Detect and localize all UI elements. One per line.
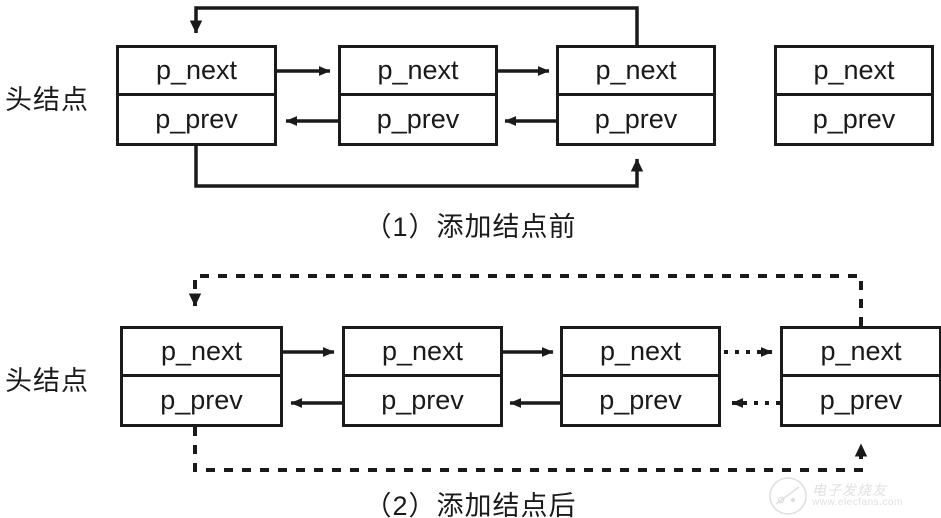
- node-field-next: p_next: [563, 329, 718, 377]
- node-box-new-detached-before: p_next p_prev: [774, 45, 934, 146]
- node-box-new-inserted-after: p_next p_prev: [780, 326, 941, 427]
- caption-after: （2）添加结点后: [364, 491, 577, 518]
- node-field-next: p_next: [777, 48, 931, 96]
- node-field-next: p_next: [559, 48, 713, 96]
- node-field-next: p_next: [119, 48, 274, 96]
- node-box-head-before: p_next p_prev: [116, 45, 277, 146]
- node-field-prev: p_prev: [812, 103, 896, 134]
- node-box-3-after: p_next p_prev: [560, 326, 721, 427]
- node-field-prev: p_prev: [819, 384, 903, 415]
- node-box-3-before: p_next p_prev: [556, 45, 716, 146]
- node-field-next: p_next: [783, 329, 939, 377]
- link-n3-next-wrap-to-n1: [189, 6, 639, 45]
- node-field-prev: p_prev: [376, 103, 460, 134]
- node-field-prev: p_prev: [381, 384, 464, 415]
- node-field-next: p_next: [341, 48, 495, 96]
- node-field-prev: p_prev: [594, 103, 678, 134]
- link-n1-prev-wrap-to-n3: [194, 146, 644, 188]
- node-box-2-before: p_next p_prev: [338, 45, 498, 146]
- head-node-label-after: 头结点: [5, 366, 89, 396]
- caption-before: （1）添加结点前: [364, 212, 577, 242]
- node-box-2-after: p_next p_prev: [342, 326, 503, 427]
- link-m4-next-wrap-to-m1-dashed: [188, 274, 863, 326]
- node-field-prev: p_prev: [160, 384, 243, 415]
- link-m1-prev-wrap-to-m4-dashed: [193, 427, 868, 472]
- node-box-head-after: p_next p_prev: [120, 326, 283, 427]
- node-field-prev: p_prev: [155, 103, 238, 134]
- head-node-label-before: 头结点: [5, 85, 89, 115]
- node-field-prev: p_prev: [599, 384, 682, 415]
- node-field-next: p_next: [123, 329, 280, 377]
- node-field-next: p_next: [345, 329, 500, 377]
